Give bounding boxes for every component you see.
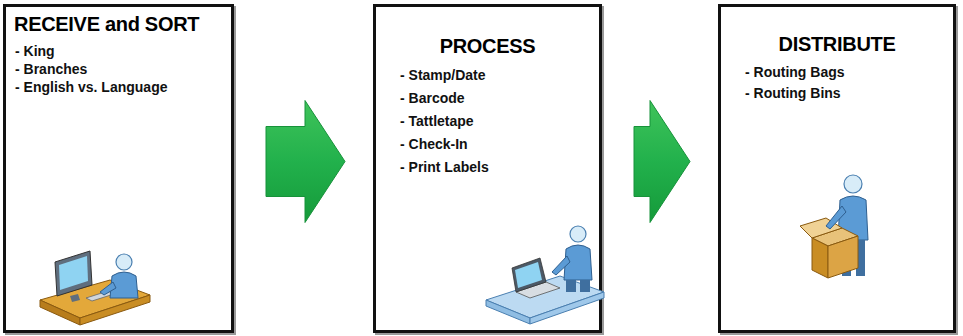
- process-box: RECEIVE and SORT - King - Branches - Englis…: [3, 4, 234, 333]
- box-heading: PROCESS: [376, 35, 599, 58]
- block-arrow: [634, 101, 690, 223]
- list-item: - Routing Bags: [745, 64, 845, 80]
- box-heading: RECEIVE and SORT: [14, 13, 199, 36]
- list-item: - Routing Bins: [745, 85, 841, 101]
- list-item: - King: [15, 43, 55, 59]
- list-item: - Print Labels: [400, 159, 489, 175]
- list-item: - Barcode: [400, 90, 465, 106]
- process-box: DISTRIBUTE - Routing Bags - Routing Bins: [718, 4, 956, 333]
- list-item: - Branches: [15, 61, 87, 77]
- process-box: PROCESS - Stamp/Date - Barcode - Tattletape…: [373, 4, 602, 333]
- list-item: - Stamp/Date: [400, 67, 486, 83]
- list-item: - Tattletape: [400, 113, 474, 129]
- block-arrow: [266, 101, 345, 223]
- list-item: - Check-In: [400, 136, 468, 152]
- list-item: - English vs. Language: [15, 79, 167, 95]
- box-heading: DISTRIBUTE: [721, 33, 953, 56]
